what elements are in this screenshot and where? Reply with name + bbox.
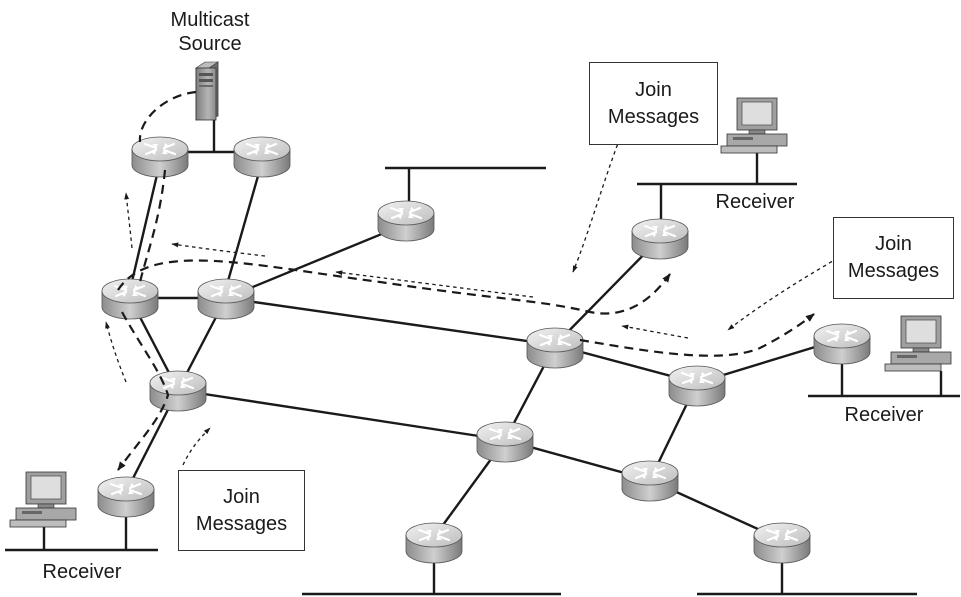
join-messages-callout-top: Join Messages	[589, 62, 718, 145]
tree-left-trunk	[138, 169, 167, 283]
tree-main-branch	[117, 259, 671, 315]
workstation-icon	[884, 315, 952, 372]
callout-line1: Join	[635, 78, 672, 101]
router-icon	[525, 326, 585, 370]
receiver-label-right: Receiver	[844, 404, 924, 426]
tree-source-to-router	[138, 90, 197, 143]
router-icon	[148, 369, 208, 413]
router-icon	[667, 364, 727, 408]
router-icon	[376, 199, 436, 243]
join-messages-callout-right: Join Messages	[833, 217, 954, 299]
tree-left-branch	[117, 311, 170, 471]
callout-line1: Join	[223, 485, 260, 508]
callout-line2: Messages	[847, 260, 940, 282]
router-icon	[232, 135, 292, 179]
workstation-icon	[720, 97, 788, 154]
workstation-icon	[9, 471, 77, 528]
server-icon	[195, 61, 219, 121]
join-messages-callout-bottom: Join Messages	[178, 470, 305, 551]
router-icon	[130, 135, 190, 179]
router-icon	[404, 521, 464, 565]
router-icon	[620, 459, 680, 503]
router-icon	[475, 420, 535, 464]
receiver-label-top-right: Receiver	[715, 191, 795, 213]
receiver-label-bottom-left: Receiver	[42, 561, 122, 583]
tree-right-branch	[579, 313, 815, 357]
multicast-tree-paths	[117, 90, 815, 471]
router-icon	[96, 475, 156, 519]
router-icon	[196, 277, 256, 321]
router-icon	[100, 277, 160, 321]
callout-line1: Join	[875, 233, 912, 255]
router-icon	[752, 521, 812, 565]
callout-line2: Messages	[195, 512, 288, 535]
multicast-source-label: Multicast Source	[160, 8, 260, 56]
callout-line2: Messages	[607, 105, 700, 128]
router-icon	[630, 217, 690, 261]
multicast-source-label-line2: Source	[178, 33, 242, 55]
multicast-source-label-line1: Multicast	[170, 9, 250, 31]
join-message-arrows	[105, 124, 839, 466]
router-icon	[812, 322, 872, 366]
